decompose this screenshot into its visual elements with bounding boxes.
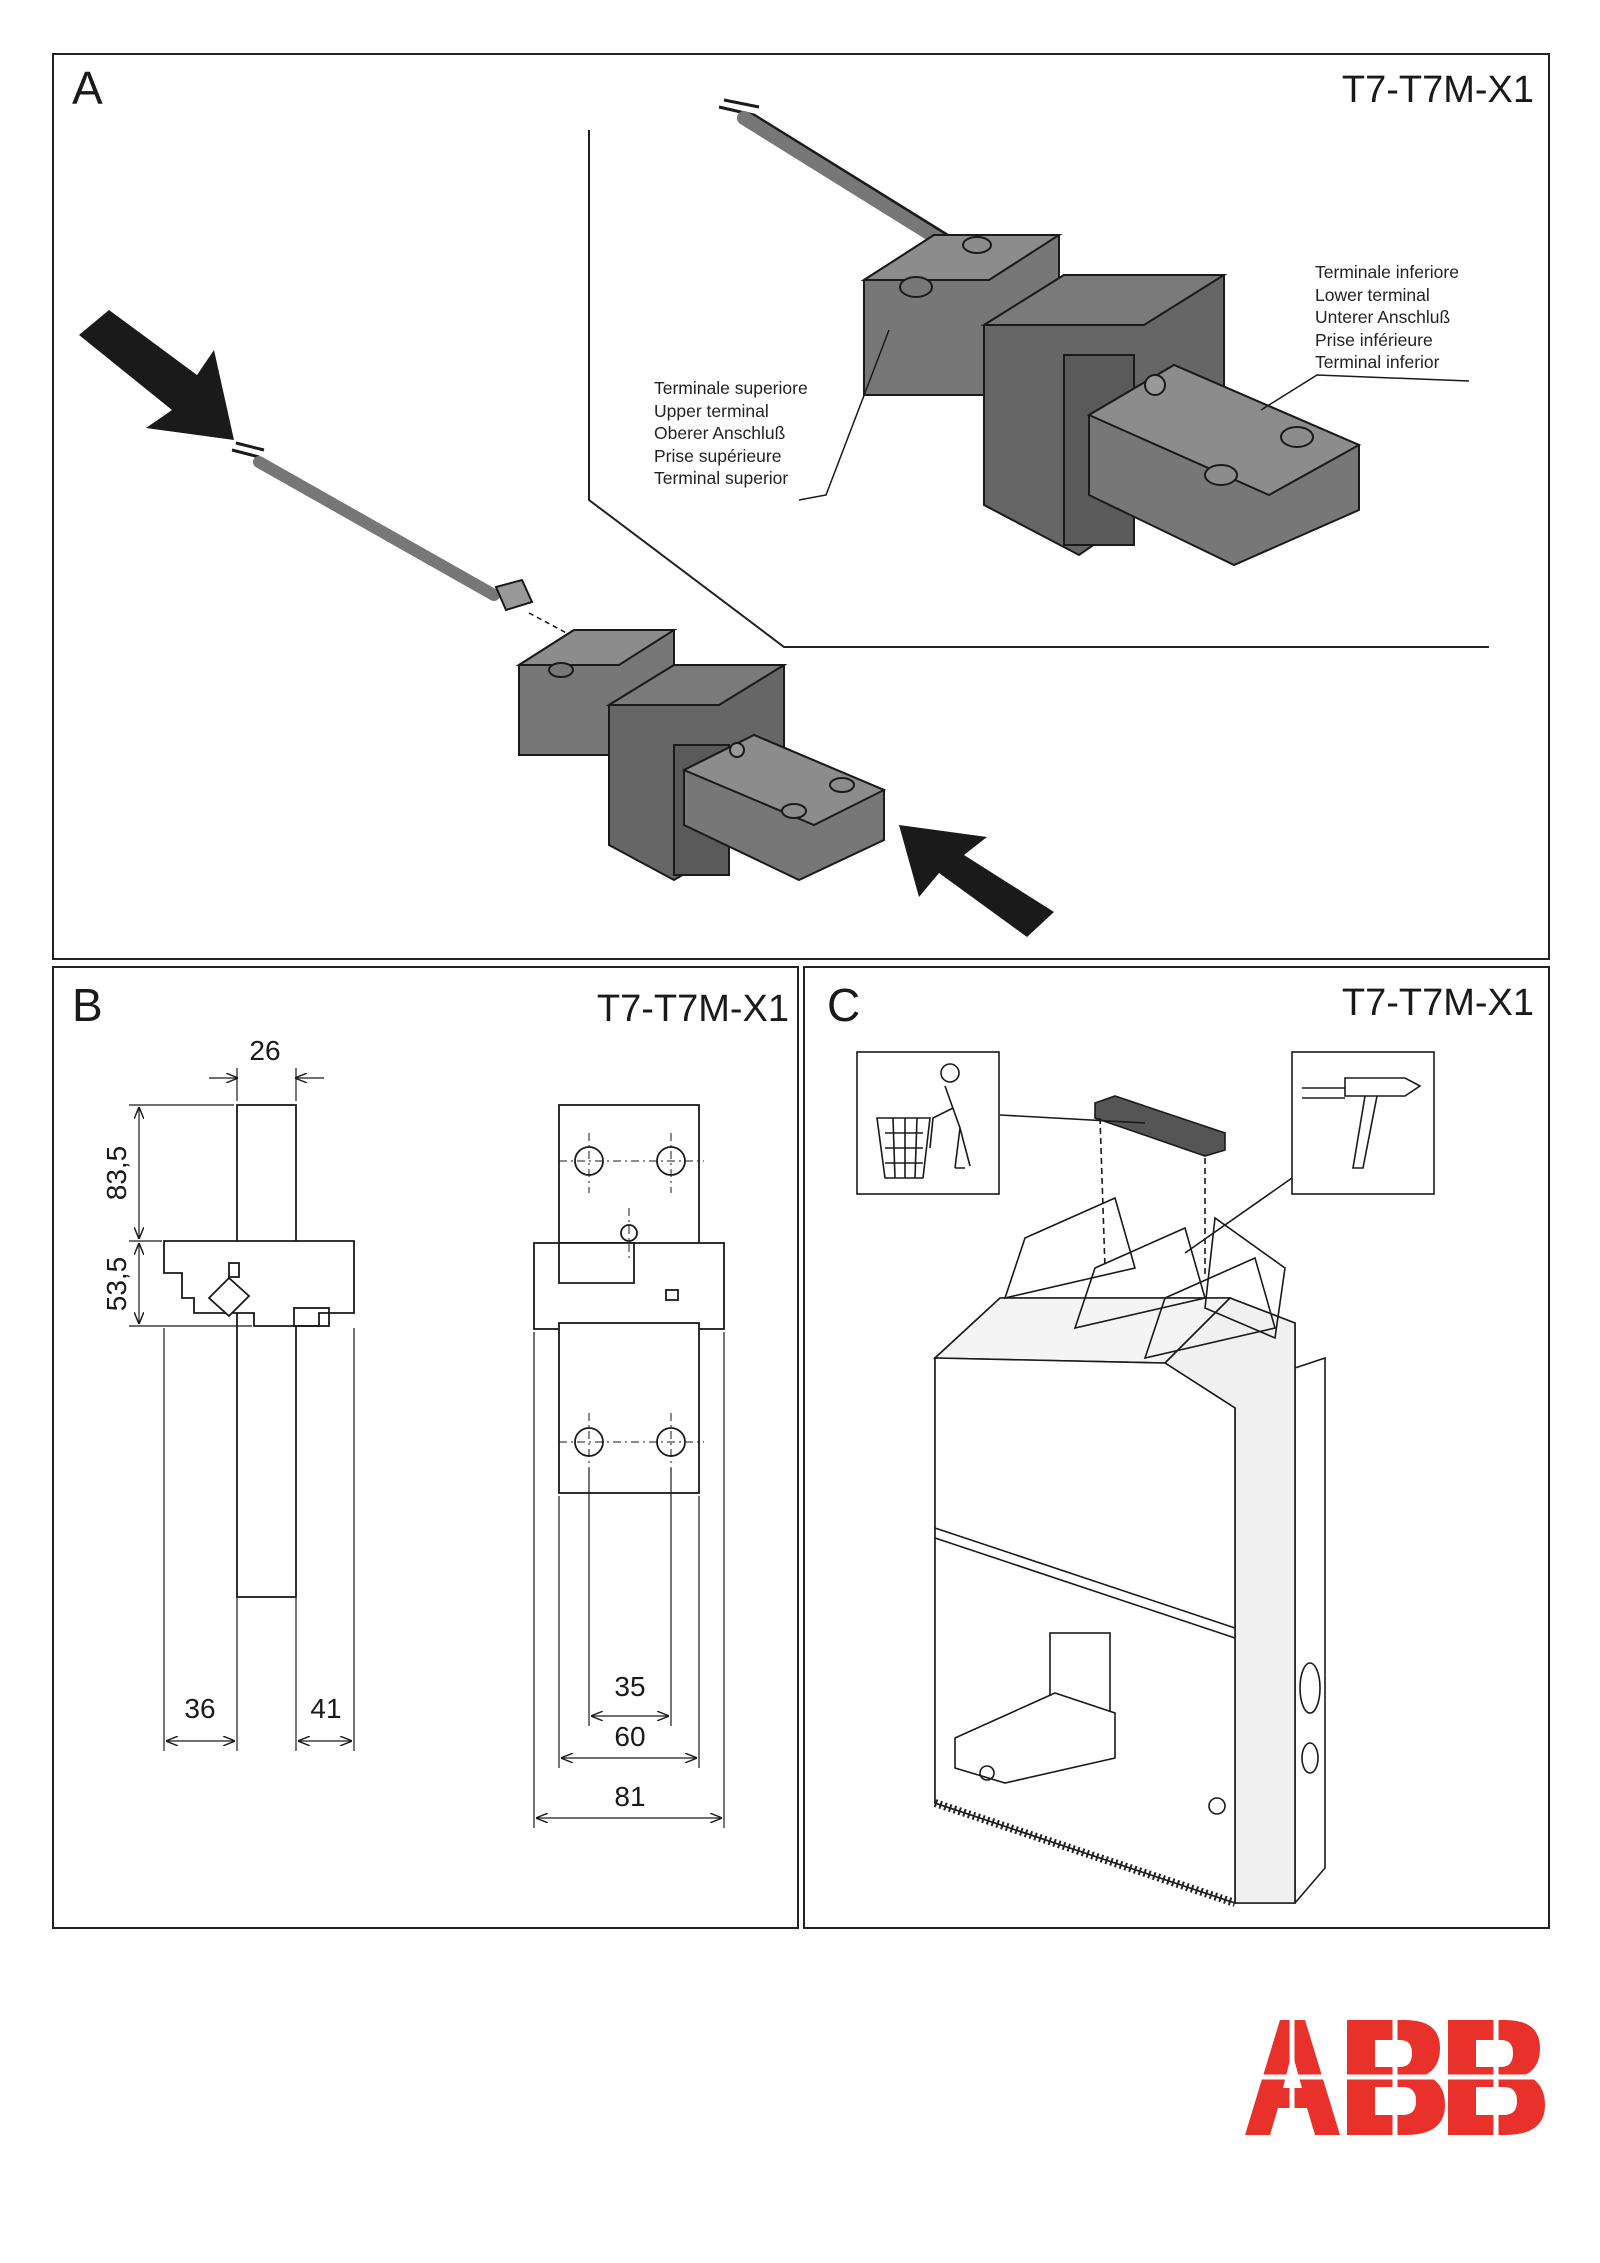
model-label: T7-T7M-X1 (1341, 69, 1534, 111)
panel-b: B T7-T7M-X1 (52, 966, 799, 1929)
dim-left-offset: 36 (184, 1693, 215, 1724)
upper-terminal-label: Terminale superiore Upper terminal Obere… (654, 378, 808, 488)
waste-bin-icon (876, 1063, 971, 1179)
hammer-icon (1302, 1077, 1422, 1169)
dim-total-width: 81 (614, 1781, 645, 1812)
lower-terminal-label: Terminale inferiore Lower terminal Unter… (1315, 262, 1459, 372)
terminal-cover (1094, 1095, 1226, 1157)
breaker-drawing (856, 1051, 1435, 1907)
abb-logo-grid (1245, 2020, 1545, 2135)
panel-a: A T7-T7M-X1 (52, 53, 1550, 960)
panel-letter: B (72, 979, 103, 1031)
panel-letter: A (72, 62, 103, 114)
model-label: T7-T7M-X1 (596, 988, 789, 1030)
handle (954, 1692, 1116, 1784)
panel-letter: C (827, 979, 861, 1031)
terminal-enlarged (718, 98, 1470, 567)
dim-lower-height: 53,5 (101, 1257, 132, 1312)
dim-bar-width: 60 (614, 1721, 645, 1752)
dim-hole-spacing: 35 (614, 1671, 645, 1702)
hammer-icon (1291, 1051, 1435, 1195)
abb-logo (1245, 2020, 1545, 2135)
arrow-icon (79, 310, 234, 440)
side-bar (236, 1104, 297, 1598)
dim-top-width: 26 (249, 1035, 280, 1066)
arrow-icon (899, 825, 1054, 937)
model-label: T7-T7M-X1 (1341, 982, 1534, 1024)
assembly-drawing (79, 98, 1489, 937)
side-housing (163, 1240, 355, 1327)
dim-upper-height: 83,5 (101, 1146, 132, 1201)
terminal-main (231, 441, 887, 882)
front-bar-lower (558, 1322, 700, 1494)
callout-frame (588, 130, 1489, 648)
waste-bin-icon (856, 1051, 1000, 1195)
dimension-drawing: 26 83,5 53,5 36 41 35 60 81 (101, 1035, 725, 1828)
panel-c: C T7-T7M-X1 (803, 966, 1550, 1929)
dim-right-offset: 41 (310, 1693, 341, 1724)
